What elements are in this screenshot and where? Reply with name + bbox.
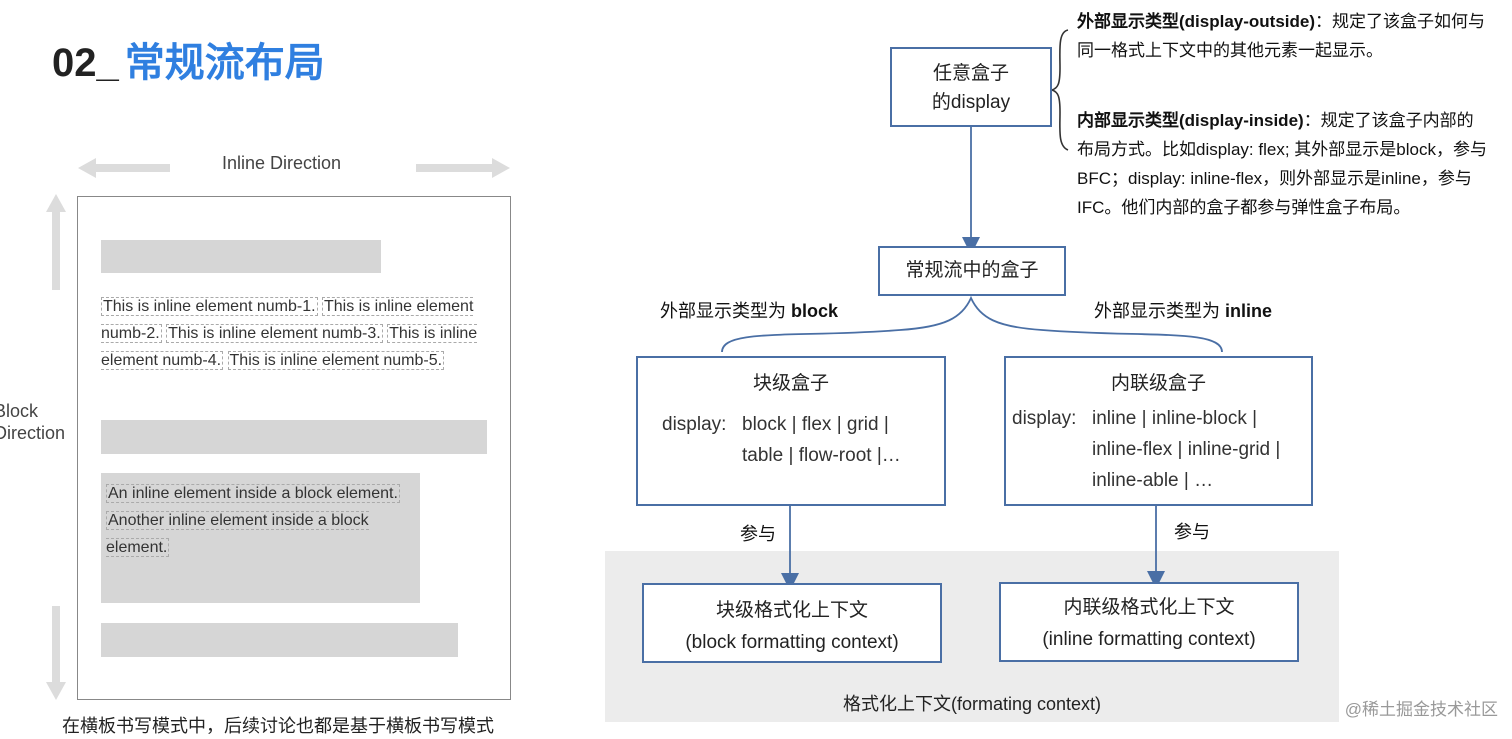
bfc-line1: 块级格式化上下文 bbox=[715, 600, 868, 621]
inside-note-text: ：规定了该盒子内部的布局方式。比如display: flex; 其外部显示是bl… bbox=[1077, 111, 1487, 217]
inside-note: 内部显示类型(display-inside)：规定了该盒子内部的布局方式。比如d… bbox=[1077, 106, 1487, 222]
branch-block-label: 外部显示类型为 block bbox=[660, 297, 838, 323]
arrow-left-icon bbox=[78, 158, 170, 178]
any-box-line1: 任意盒子 bbox=[932, 63, 1009, 84]
inline-element: An inline element inside a block element… bbox=[106, 484, 400, 503]
ifc-line2: (inline formatting context) bbox=[1042, 629, 1256, 650]
formatting-context-label: 格式化上下文(formating context) bbox=[842, 694, 1102, 714]
inline-level-box: 内联级盒子 display: inline | inline-block | i… bbox=[1004, 356, 1313, 506]
block-bar-3 bbox=[101, 473, 420, 603]
block-box-line2: table | flow-root |… bbox=[742, 445, 901, 466]
direction-arrows bbox=[46, 158, 510, 700]
branch-brace bbox=[721, 295, 1223, 353]
inline-paragraph-1: This is inline element numb-1. This is i… bbox=[101, 293, 491, 374]
inline-element: This is inline element numb-3. bbox=[166, 324, 383, 343]
inline-element: Another inline element inside a block el… bbox=[106, 511, 369, 557]
inline-box-line3: inline-able | … bbox=[1092, 470, 1214, 491]
branch-inline-text: 外部显示类型为 bbox=[1094, 301, 1226, 321]
inline-box-display-label: display: bbox=[1012, 408, 1077, 429]
inline-box-line2: inline-flex | inline-grid | bbox=[1092, 439, 1281, 460]
branch-block-bold: block bbox=[791, 301, 839, 321]
inside-note-bold: 内部显示类型(display-inside) bbox=[1077, 111, 1304, 130]
branch-block-text: 外部显示类型为 bbox=[660, 301, 792, 321]
watermark: @稀土掘金技术社区 bbox=[1344, 700, 1498, 719]
block-box-title: 块级盒子 bbox=[752, 373, 829, 394]
inline-paragraph-2: An inline element inside a block element… bbox=[106, 480, 418, 561]
title-number: 02_ bbox=[52, 41, 119, 85]
bfc-line2: (block formatting context) bbox=[685, 632, 899, 653]
diagram-connectors bbox=[721, 29, 1223, 591]
ifc-box: 内联级格式化上下文 (inline formatting context) bbox=[999, 582, 1299, 662]
block-bar-2 bbox=[101, 420, 487, 454]
block-box-display-label: display: bbox=[662, 414, 727, 435]
outside-note-bold: 外部显示类型(display-outside) bbox=[1077, 12, 1316, 31]
arrow-right-icon bbox=[416, 158, 510, 178]
block-bar-4 bbox=[101, 623, 458, 657]
inline-element: This is inline element numb-2. bbox=[101, 297, 474, 343]
outside-note-text: ：规定了该盒子如何与同一格式上下文中的其他元素一起显示。 bbox=[1077, 12, 1486, 60]
arrow-up-icon bbox=[46, 194, 66, 290]
block-bar-1 bbox=[101, 240, 381, 273]
page-title: 02_常规流布局 bbox=[52, 30, 325, 88]
block-box-line1: block | flex | grid | bbox=[742, 414, 889, 435]
inline-element: This is inline element numb-4. bbox=[101, 324, 478, 370]
branch-inline-bold: inline bbox=[1225, 301, 1273, 321]
arrow-down-icon bbox=[46, 606, 66, 700]
title-text: 常规流布局 bbox=[124, 41, 325, 85]
ifc-line1: 内联级格式化上下文 bbox=[1063, 597, 1235, 618]
writing-frame bbox=[77, 196, 511, 700]
writing-mode-caption: 在横板书写模式中，后续讨论也都是基于横板书写模式 bbox=[62, 716, 494, 736]
normal-flow-box: 常规流中的盒子 bbox=[878, 246, 1066, 296]
inline-element: This is inline element numb-5. bbox=[227, 351, 445, 370]
any-box: 任意盒子 的display bbox=[890, 47, 1052, 127]
outside-note: 外部显示类型(display-outside)：规定了该盒子如何与同一格式上下文… bbox=[1077, 7, 1487, 65]
block-level-box: 块级盒子 display: block | flex | grid | tabl… bbox=[636, 356, 946, 506]
block-direction-label: Block Direction bbox=[0, 401, 66, 443]
inline-direction-label: Inline Direction bbox=[222, 153, 342, 173]
any-box-line2: 的display bbox=[931, 92, 1011, 113]
participate-right-label: 参与 bbox=[1174, 522, 1210, 542]
bfc-box: 块级格式化上下文 (block formatting context) bbox=[642, 583, 942, 663]
curly-brace-icon bbox=[1049, 29, 1069, 151]
inline-box-title: 内联级盒子 bbox=[1110, 373, 1206, 394]
participate-left-label: 参与 bbox=[740, 524, 776, 544]
inline-element: This is inline element numb-1. bbox=[101, 297, 318, 316]
inline-box-line1: inline | inline-block | bbox=[1092, 408, 1258, 429]
normal-flow-label: 常规流中的盒子 bbox=[905, 260, 1039, 281]
branch-inline-label: 外部显示类型为 inline bbox=[1094, 297, 1272, 323]
